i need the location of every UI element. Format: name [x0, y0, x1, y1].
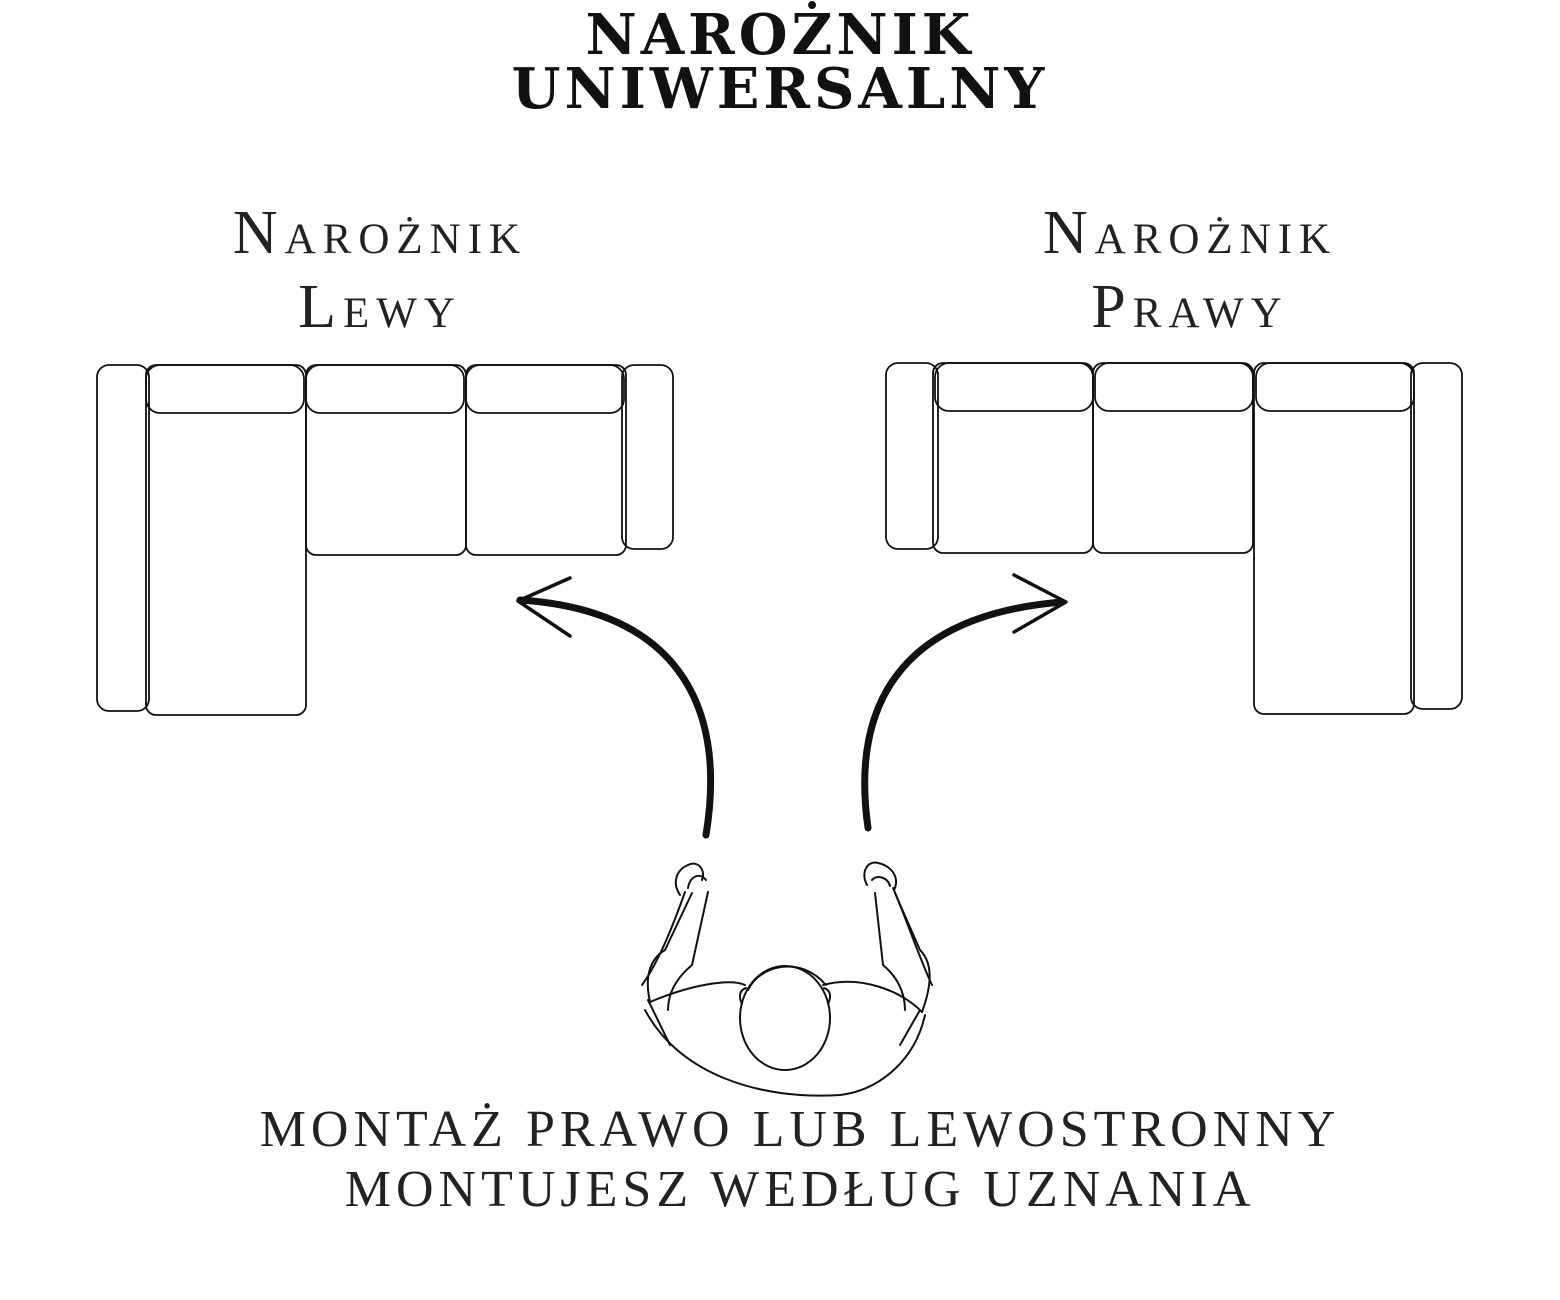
caption-line-1: MONTAŻ PRAWO LUB LEWOSTRONNY	[259, 1101, 1341, 1158]
arrow-right-icon	[861, 573, 1068, 832]
left-corner-label-line-2: Lewy	[298, 273, 462, 341]
caption-line-2: MONTUJESZ WEDŁUG UZNANIA	[344, 1161, 1256, 1218]
title-line-1: NAROŻNIK	[585, 2, 975, 68]
right-corner-label-line-2: Prawy	[1091, 273, 1289, 341]
title-line-2: UNIWERSALNY	[511, 56, 1049, 122]
arrow-left-icon	[516, 576, 715, 839]
page-title: NAROŻNIK UNIWERSALNY	[0, 2, 1560, 122]
left-corner-label-line-1: Narożnik	[232, 199, 528, 267]
right-corner-label-line-1: Narożnik	[1042, 199, 1338, 267]
left-corner-sofa-icon	[96, 364, 674, 716]
right-corner-sofa-icon	[885, 362, 1463, 715]
caption: MONTAŻ PRAWO LUB LEWOSTRONNY MONTUJESZ W…	[0, 1100, 1560, 1220]
person-top-view-icon	[641, 861, 933, 1097]
right-corner-label: Narożnik Prawy	[910, 196, 1470, 344]
left-corner-label: Narożnik Lewy	[100, 196, 660, 344]
